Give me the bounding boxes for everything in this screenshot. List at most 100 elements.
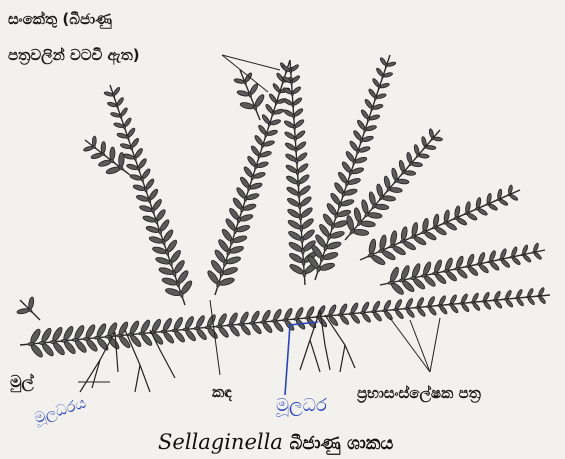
leaf xyxy=(50,340,56,344)
leaf xyxy=(382,309,386,311)
label-stem: කඳ xyxy=(212,383,232,401)
root xyxy=(135,365,140,392)
leaf xyxy=(183,328,188,331)
leaf xyxy=(28,342,34,346)
leaf xyxy=(360,311,364,314)
leaf xyxy=(205,326,210,329)
leaf xyxy=(471,301,475,303)
leaf xyxy=(426,305,430,307)
leaf xyxy=(297,181,300,186)
leaf xyxy=(419,153,430,158)
root xyxy=(92,360,100,388)
leaf xyxy=(389,187,402,193)
leaf xyxy=(353,229,369,236)
leaf xyxy=(537,295,541,297)
leaf xyxy=(194,327,199,330)
leaf xyxy=(101,141,106,153)
caption-genus: Sellaginella xyxy=(158,430,283,454)
leaf xyxy=(105,335,111,338)
leaf xyxy=(460,302,464,304)
leaf xyxy=(290,81,292,85)
leaf xyxy=(515,297,519,299)
leaf xyxy=(299,215,302,220)
leaf xyxy=(300,237,303,243)
leaf xyxy=(298,204,301,209)
leaf xyxy=(521,253,525,256)
leaf xyxy=(61,339,67,342)
leaf xyxy=(39,341,45,345)
label-strobili-continued: පත්‍රවලින් වටවී ඇත) xyxy=(8,46,140,64)
leaf xyxy=(411,162,422,167)
label-strobili: සංකේතු (බීජාණු xyxy=(8,10,112,28)
leaf xyxy=(17,308,30,315)
leaf xyxy=(110,147,116,160)
leaf xyxy=(367,212,382,219)
label-root: මුල් xyxy=(10,372,34,392)
root xyxy=(325,315,355,368)
caption-suffix: බීජාණු ශාකය xyxy=(290,433,394,454)
leaf xyxy=(510,256,514,259)
leaf xyxy=(404,170,416,176)
root xyxy=(310,340,320,372)
leaf xyxy=(216,325,221,328)
pointer-line xyxy=(410,320,430,372)
leaf xyxy=(294,318,299,321)
leaf xyxy=(292,103,294,107)
leaf xyxy=(162,317,173,332)
rhizophore-pointer xyxy=(285,322,318,395)
leaf xyxy=(94,336,100,339)
leaf xyxy=(493,299,497,301)
leaf xyxy=(117,334,123,337)
leaf xyxy=(305,317,310,320)
leaf xyxy=(397,179,410,185)
leaf xyxy=(426,145,436,150)
pointer-line xyxy=(390,318,430,372)
root xyxy=(115,332,118,372)
leaf xyxy=(400,265,411,281)
leaf xyxy=(438,304,442,306)
leaf xyxy=(249,322,254,325)
leaf xyxy=(303,271,306,277)
leaf xyxy=(128,333,134,336)
root xyxy=(320,310,330,370)
leaf xyxy=(83,337,89,340)
leaf xyxy=(227,324,232,327)
leaf xyxy=(161,330,166,333)
figure-caption: Sellaginella බීජාණු ශාකය xyxy=(158,430,393,454)
leaf xyxy=(449,303,453,305)
leaf xyxy=(382,195,396,201)
leaf xyxy=(283,319,288,322)
leaf xyxy=(296,170,299,175)
leaf xyxy=(371,311,375,313)
leaf xyxy=(294,137,296,141)
label-photosynthetic-leaves: ප්‍රභාසංස්ලේෂක පත්‍ර xyxy=(357,384,481,402)
leaf xyxy=(72,338,78,341)
leaf xyxy=(327,314,332,317)
leaf xyxy=(92,136,96,146)
leaf xyxy=(338,313,343,316)
leaf xyxy=(28,297,35,310)
leaf xyxy=(360,220,375,227)
leaf xyxy=(295,148,297,153)
leaf xyxy=(238,323,243,326)
leaf xyxy=(393,308,397,310)
leaf xyxy=(293,125,295,129)
leaf xyxy=(375,204,389,211)
leaf xyxy=(139,332,145,335)
label-rhizophore-handwritten: මූලධර xyxy=(276,395,327,416)
leaf xyxy=(260,321,265,324)
leaf xyxy=(296,159,299,164)
leaf xyxy=(118,152,124,167)
leaf xyxy=(482,300,486,302)
leaf xyxy=(271,320,276,323)
leaf xyxy=(526,296,530,298)
leaf xyxy=(302,260,305,266)
leaf xyxy=(504,298,508,300)
leaf xyxy=(349,312,354,315)
leaf xyxy=(291,92,293,96)
pointer-line xyxy=(430,318,440,372)
leaf xyxy=(239,311,250,325)
leaf xyxy=(298,192,301,197)
leaf xyxy=(300,226,303,232)
leaf xyxy=(415,306,419,308)
